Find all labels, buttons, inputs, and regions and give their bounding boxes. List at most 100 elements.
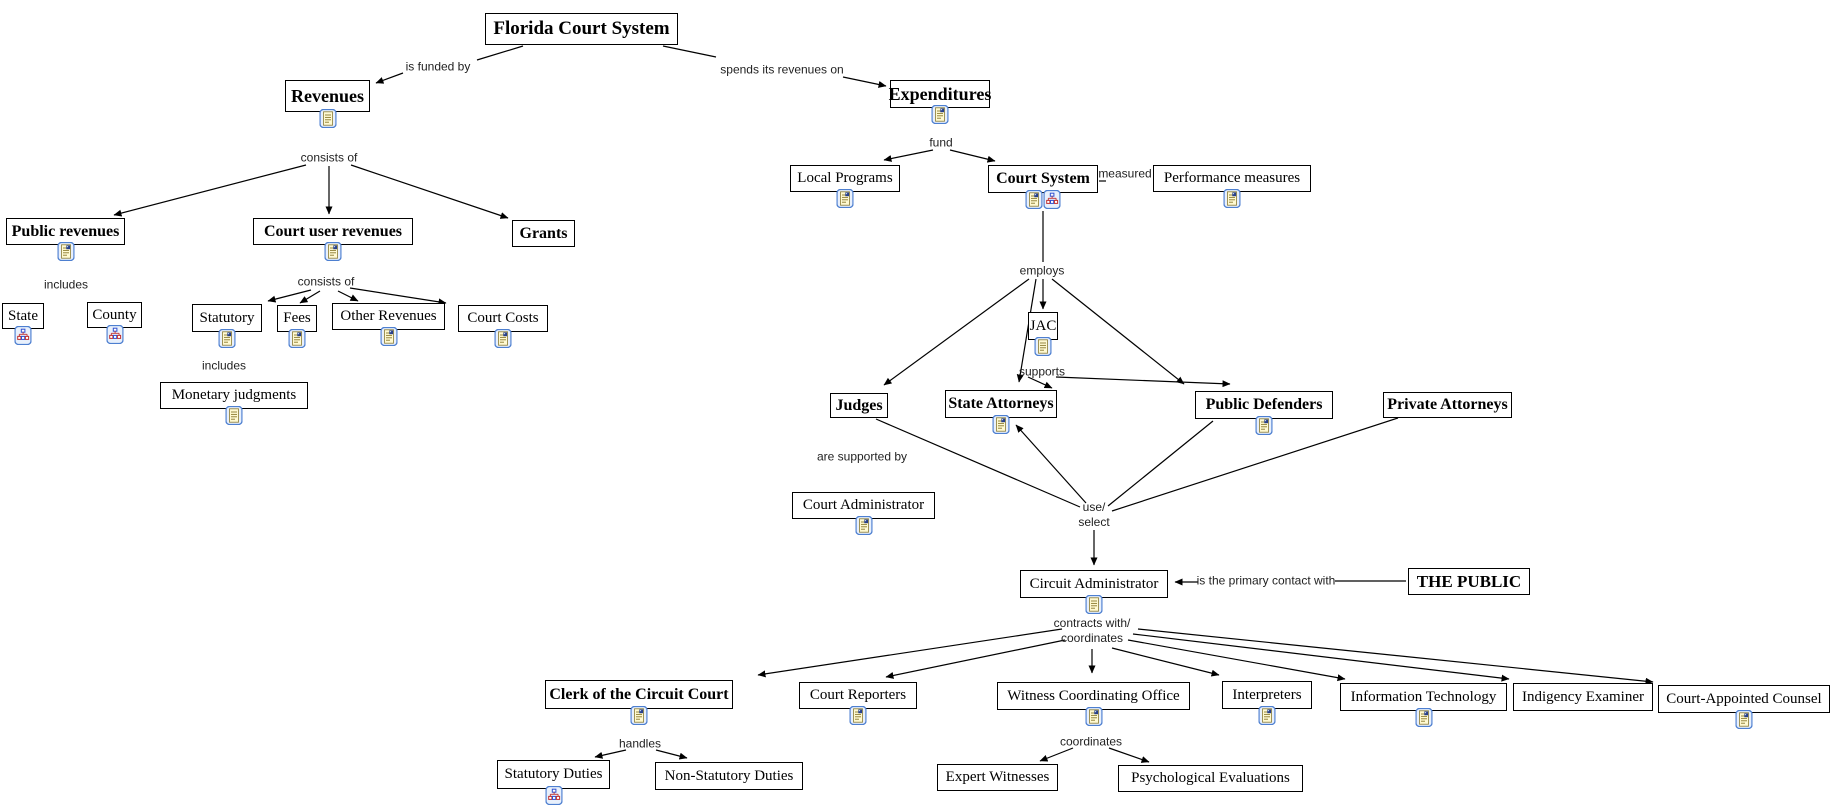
- document-image-icon[interactable]: [630, 706, 648, 725]
- concept-node-judges[interactable]: Judges: [830, 393, 888, 418]
- document-image-icon[interactable]: [324, 242, 342, 261]
- concept-node-statutory-duties[interactable]: Statutory Duties: [497, 760, 610, 789]
- linking-phrase-is-funded-by[interactable]: is funded by: [406, 60, 471, 75]
- resource-icon-strip: [106, 325, 123, 344]
- concept-node-fees[interactable]: Fees: [277, 305, 317, 332]
- concept-node-label: Interpreters: [1232, 686, 1302, 703]
- concept-map-icon[interactable]: [106, 325, 123, 344]
- linking-phrase-handles[interactable]: handles: [619, 737, 661, 752]
- concept-map-icon[interactable]: [14, 326, 32, 345]
- concept-node-label: Court-Appointed Counsel: [1666, 690, 1822, 707]
- concept-node-circuit-administrator[interactable]: Circuit Administrator: [1020, 570, 1168, 598]
- concept-node-local-programs[interactable]: Local Programs: [790, 165, 900, 192]
- concept-node-expert-witnesses[interactable]: Expert Witnesses: [937, 764, 1058, 791]
- document-icon[interactable]: [1034, 337, 1052, 356]
- linking-phrase-line: handles: [618, 736, 662, 751]
- concept-node-florida-court-system[interactable]: Florida Court System: [485, 13, 678, 45]
- connector-line: [1016, 278, 1037, 383]
- linking-phrase-line: supports: [1018, 364, 1066, 379]
- concept-node-label: Revenues: [291, 85, 364, 106]
- concept-map-icon[interactable]: [1043, 190, 1061, 209]
- concept-node-label: Court System: [996, 170, 1090, 187]
- concept-node-clerk-of-the-circuit-court[interactable]: Clerk of the Circuit Court: [545, 680, 733, 709]
- linking-phrase-coordinates[interactable]: coordinates: [1060, 735, 1122, 750]
- connector-line: [1108, 747, 1150, 763]
- document-image-icon[interactable]: [1085, 707, 1102, 726]
- resource-icon-strip: [319, 109, 336, 128]
- concept-node-the-public[interactable]: THE PUBLIC: [1408, 568, 1530, 595]
- document-image-icon[interactable]: [849, 706, 867, 725]
- linking-phrase-are-supported-by[interactable]: are supported by: [817, 450, 907, 465]
- connector-line: [476, 45, 524, 61]
- linking-phrase-is-measured-by[interactable]: is measured by: [1086, 167, 1167, 182]
- linking-phrase-fund[interactable]: fund: [929, 136, 952, 151]
- document-image-icon[interactable]: [57, 242, 74, 261]
- document-icon[interactable]: [1085, 595, 1103, 614]
- concept-node-state-attorneys[interactable]: State Attorneys: [945, 390, 1057, 418]
- document-image-icon[interactable]: [855, 516, 872, 535]
- concept-node-court-costs[interactable]: Court Costs: [458, 305, 548, 332]
- resource-icon-strip: [1085, 707, 1102, 726]
- concept-node-label: Judges: [835, 396, 883, 414]
- document-icon[interactable]: [319, 109, 336, 128]
- concept-node-expenditures[interactable]: Expenditures: [889, 80, 991, 108]
- document-image-icon[interactable]: [931, 105, 949, 124]
- concept-map-icon[interactable]: [545, 786, 562, 805]
- concept-node-performance-measures[interactable]: Performance measures: [1153, 165, 1311, 192]
- document-image-icon[interactable]: [380, 327, 397, 346]
- concept-node-revenues[interactable]: Revenues: [285, 80, 370, 112]
- concept-node-label: JAC: [1029, 317, 1057, 334]
- concept-node-other-revenues[interactable]: Other Revenues: [332, 303, 445, 330]
- concept-node-public-revenues[interactable]: Public revenues: [6, 218, 125, 245]
- document-image-icon[interactable]: [1255, 416, 1273, 435]
- concept-node-court-reporters[interactable]: Court Reporters: [799, 682, 917, 709]
- concept-node-public-defenders[interactable]: Public Defenders: [1195, 391, 1333, 419]
- concept-node-psychological-evaluations[interactable]: Psychological Evaluations: [1118, 765, 1303, 792]
- linking-phrase-includes-statutory[interactable]: includes: [202, 359, 246, 374]
- linking-phrase-consists-of-court-user[interactable]: consists of: [298, 275, 355, 290]
- concept-node-monetary-judgments[interactable]: Monetary judgments: [160, 382, 308, 409]
- document-image-icon[interactable]: [1223, 189, 1241, 208]
- concept-node-label: Non-Statutory Duties: [664, 767, 794, 784]
- document-image-icon[interactable]: [1415, 708, 1432, 727]
- concept-node-interpreters[interactable]: Interpreters: [1222, 681, 1312, 709]
- linking-phrase-consists-of-revenues[interactable]: consists of: [301, 151, 358, 166]
- connector-line: [1137, 628, 1654, 685]
- concept-node-statutory[interactable]: Statutory: [192, 304, 262, 332]
- document-image-icon[interactable]: [836, 189, 854, 208]
- connector-line: [594, 749, 627, 759]
- document-image-icon[interactable]: [1025, 190, 1043, 209]
- linking-phrase-is-the-primary-contact-with[interactable]: is the primary contact with: [1197, 574, 1336, 589]
- linking-phrase-employs[interactable]: employs: [1020, 264, 1065, 279]
- linking-phrase-supports[interactable]: supports: [1019, 365, 1065, 380]
- concept-node-label: Court Reporters: [809, 687, 907, 703]
- document-image-icon[interactable]: [288, 329, 306, 348]
- concept-node-jac[interactable]: JAC: [1028, 312, 1058, 340]
- concept-node-court-user-revenues[interactable]: Court user revenues: [253, 218, 413, 245]
- concept-node-county[interactable]: County: [87, 302, 142, 328]
- document-image-icon[interactable]: [494, 329, 512, 348]
- concept-node-court-administrator[interactable]: Court Administrator: [792, 492, 935, 519]
- document-image-icon[interactable]: [218, 329, 236, 348]
- document-image-icon[interactable]: [1735, 710, 1753, 729]
- linking-phrase-spends-its-revenues-on[interactable]: spends its revenues on: [720, 63, 843, 78]
- connector-line: [842, 76, 887, 88]
- concept-node-information-technology[interactable]: Information Technology: [1340, 683, 1507, 711]
- concept-node-court-appointed-counsel[interactable]: Court-Appointed Counsel: [1658, 685, 1830, 713]
- concept-node-witness-coordinating-office[interactable]: Witness Coordinating Office: [997, 682, 1190, 710]
- resource-icon-strip: [992, 415, 1010, 434]
- concept-node-grants[interactable]: Grants: [512, 220, 575, 247]
- concept-node-court-system[interactable]: Court System: [988, 165, 1098, 193]
- connector-line: [1132, 633, 1510, 682]
- linking-phrase-use-select[interactable]: use/select: [1078, 500, 1109, 530]
- linking-phrase-contracts-with-coordinates[interactable]: contracts with/coordinates: [1054, 616, 1131, 646]
- document-image-icon[interactable]: [1258, 706, 1276, 725]
- concept-node-state[interactable]: State: [2, 303, 44, 329]
- concept-node-private-attorneys[interactable]: Private Attorneys: [1383, 392, 1512, 418]
- linking-phrase-includes-public-revenues[interactable]: includes: [44, 278, 88, 293]
- document-icon[interactable]: [225, 406, 243, 425]
- concept-node-indigency-examiner[interactable]: Indigency Examiner: [1513, 683, 1653, 711]
- concept-node-non-statutory-duties[interactable]: Non-Statutory Duties: [655, 762, 803, 790]
- document-image-icon[interactable]: [992, 415, 1010, 434]
